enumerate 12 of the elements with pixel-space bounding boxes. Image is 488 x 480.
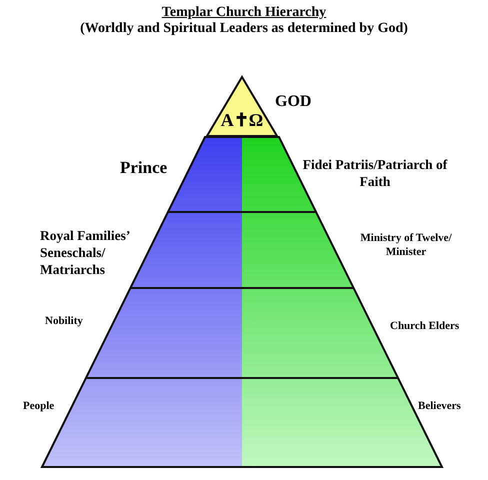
tier-label: People <box>23 400 54 414</box>
tier-label: Prince <box>120 157 168 178</box>
tier-label: Nobility <box>45 315 83 329</box>
subtitle: (Worldly and Spiritual Leaders as determined by God) <box>79 20 409 38</box>
title: Templar Church Hierarchy <box>160 4 328 22</box>
tier-label: Church Elders <box>390 320 460 334</box>
tier-label: GOD <box>275 92 312 112</box>
tier-label: Believers <box>418 400 461 414</box>
tier-label: Royal Families’ Seneschals/ Matriarchs <box>40 228 130 279</box>
tier-label: Ministry of Twelve/ Minister <box>359 232 453 260</box>
tier-label: Fidei Patriis/Patriarch of Faith <box>302 157 448 191</box>
symbol-text: A✝Ω <box>220 111 264 129</box>
